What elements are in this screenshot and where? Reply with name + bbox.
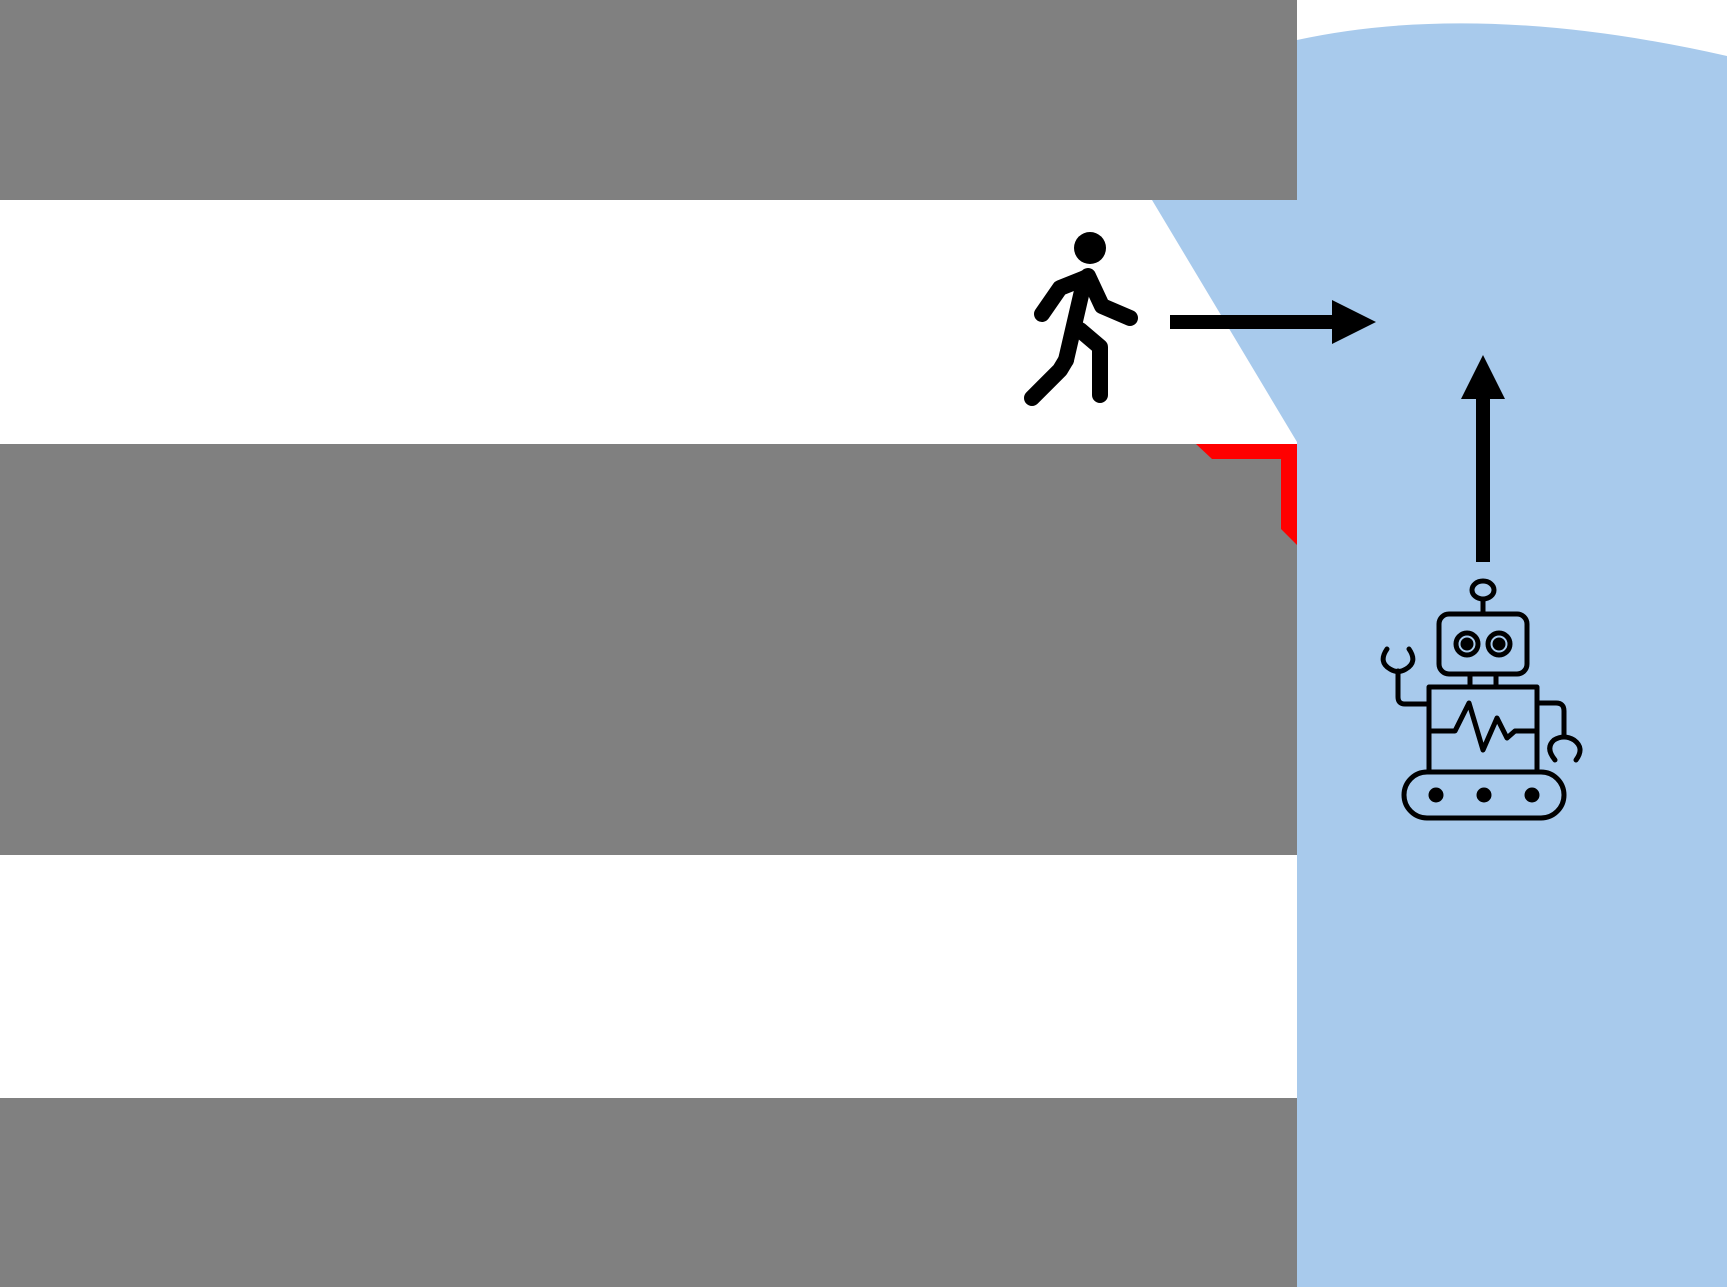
pedestrian-direction-arrow xyxy=(1170,300,1376,344)
building-top xyxy=(0,0,1297,200)
robot-direction-arrow xyxy=(1461,355,1505,562)
robot-icon xyxy=(1380,578,1583,821)
person-walking-icon xyxy=(1024,232,1138,406)
building-middle xyxy=(0,444,1297,855)
building-bottom xyxy=(0,1098,1297,1287)
occluding-corner xyxy=(1196,444,1297,545)
